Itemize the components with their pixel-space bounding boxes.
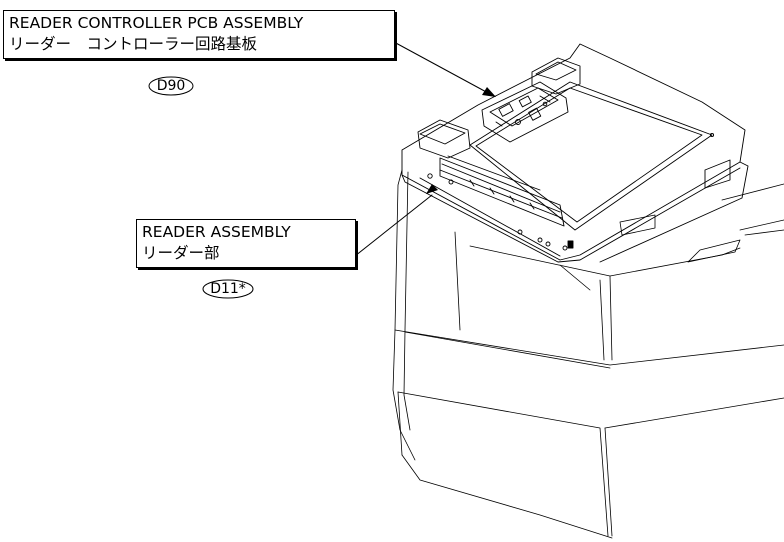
- cabinet-body: [392, 169, 784, 539]
- reader-assembly-name-en: READER ASSEMBLY: [142, 223, 291, 241]
- reader-unit: [401, 43, 749, 263]
- ref-code-d90: D90: [156, 78, 186, 94]
- ref-oval-d11: [202, 279, 254, 299]
- ref-code-d11: D11*: [210, 281, 246, 297]
- reader-assembly-name-jp: リーダー部: [142, 244, 220, 262]
- reader-controller-name-jp: リーダー コントローラー回路基板: [9, 35, 258, 53]
- callout-reader-assembly: READER ASSEMBLY リーダー部: [136, 219, 356, 268]
- arrow-pcb: [482, 87, 496, 97]
- ref-oval-d90: [148, 76, 194, 96]
- callout-reader-controller: READER CONTROLLER PCB ASSEMBLY リーダー コントロ…: [3, 10, 395, 59]
- leader-lines: [354, 41, 491, 257]
- pcb-board: [481, 81, 569, 143]
- arrow-reader: [426, 184, 438, 194]
- reader-controller-name-en: READER CONTROLLER PCB ASSEMBLY: [9, 14, 304, 32]
